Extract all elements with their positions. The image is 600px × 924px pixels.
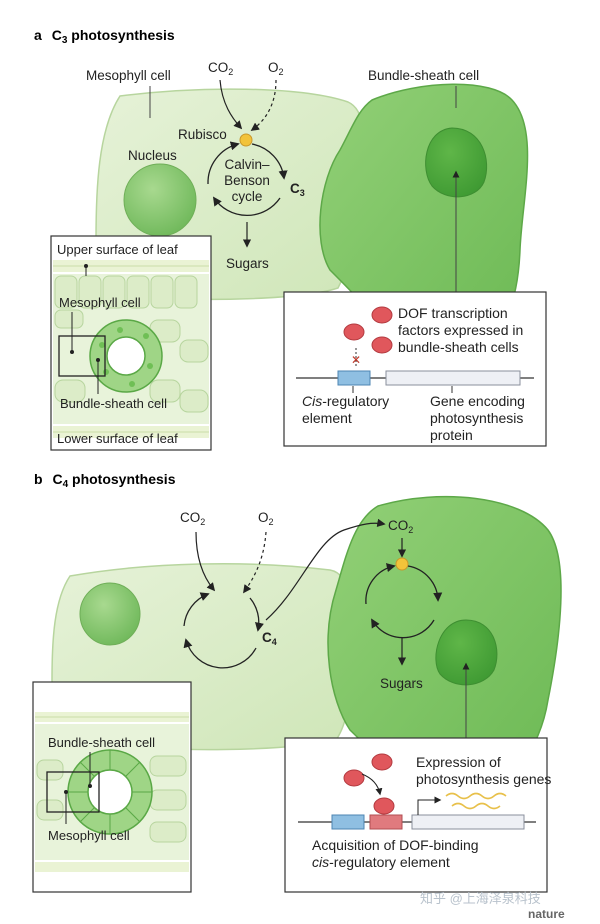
lower-surface-label: Lower surface of leaf xyxy=(57,431,178,446)
mrna-wave-1 xyxy=(445,792,507,800)
cycle-line-1: Calvin– xyxy=(224,157,270,172)
c4-transfer-arrow xyxy=(265,518,386,621)
acq-line-2: cis-regulatory element xyxy=(312,854,450,870)
sugars-label-b: Sugars xyxy=(380,676,423,691)
dof-factor-b1 xyxy=(371,753,393,771)
mesophyll-label-a: Mesophyll cell xyxy=(86,68,171,83)
dof-factor-3 xyxy=(371,336,393,354)
dof-factor-bound xyxy=(373,797,395,815)
dof-factor-2 xyxy=(343,323,365,341)
gene-box-a xyxy=(385,370,521,386)
gene-line-1: Gene encoding xyxy=(430,393,525,409)
bs-arc-left xyxy=(365,563,396,605)
cis-label-a: Cis-regulatory xyxy=(302,393,389,409)
bundle-label-a: Bundle-sheath cell xyxy=(368,68,479,83)
o2-label-a: O2 xyxy=(268,60,284,77)
transcription-arrow xyxy=(417,796,442,815)
dof-line-3: bundle-sheath cells xyxy=(398,339,519,355)
c3-label: C3 xyxy=(290,181,305,198)
callout-box-b: Expression of photosynthesis genes Acqui… xyxy=(284,662,551,893)
rubisco-dot-a xyxy=(239,133,253,147)
co2-label-a: CO2 xyxy=(208,60,233,77)
co2-label-bundle-b: CO2 xyxy=(388,518,413,535)
o2-arrow-b xyxy=(243,531,267,594)
c4-arc-bottom xyxy=(183,638,257,669)
o2-arrow-a xyxy=(250,79,277,131)
upper-surface-label: Upper surface of leaf xyxy=(57,242,178,257)
panel-a-letter: a xyxy=(34,27,42,43)
expr-line-2: photosynthesis genes xyxy=(416,771,551,787)
nucleus-label: Nucleus xyxy=(128,148,177,163)
dof-binding-site xyxy=(369,814,403,830)
bs-arc-bottom xyxy=(371,618,435,639)
c4-label: C4 xyxy=(262,630,277,647)
panel-a-title: a C3 photosynthesis xyxy=(34,27,175,46)
dof-line-2: factors expressed in xyxy=(398,322,523,338)
inset-bundle-label-a: Bundle-sheath cell xyxy=(60,396,167,411)
panel-b-letter: b xyxy=(34,471,43,487)
co2-arrow-a xyxy=(219,79,243,130)
co2-arrow-b xyxy=(195,531,216,592)
cycle-line-3: cycle xyxy=(232,189,263,204)
inset-mesophyll-label-a: Mesophyll cell xyxy=(59,295,141,310)
gene-box-b xyxy=(411,814,525,830)
watermark: 知乎 @上海泽泉科技 xyxy=(420,891,541,906)
dof-line-1: DOF transcription xyxy=(398,305,508,321)
gene-line-3: protein xyxy=(430,427,473,443)
callout-box-a: DOF transcription factors expressed in b… xyxy=(283,170,547,447)
rubisco-dot-b xyxy=(395,557,409,571)
sugars-label-a: Sugars xyxy=(226,256,269,271)
panel-b: b C4 photosynthesis CO2 O2 C4 CO2 Sugars xyxy=(32,471,562,893)
leaf-inset-b: Bundle-sheath cell Mesophyll cell xyxy=(32,681,192,893)
calvin-arc-left xyxy=(207,141,240,185)
leaf-inset-a: Upper surface of leaf Mesophyll cell Bun… xyxy=(50,235,212,451)
panel-b-title: b C4 photosynthesis xyxy=(34,471,176,490)
cis-label-a-line2: element xyxy=(302,410,352,426)
cis-element-a xyxy=(337,370,371,386)
cycle-line-2: Benson xyxy=(224,173,270,188)
co2-label-b: CO2 xyxy=(180,510,205,527)
inset-bundle-label-b: Bundle-sheath cell xyxy=(48,735,155,750)
dof-factor-1 xyxy=(371,306,393,324)
calvin-arc-bottom xyxy=(212,196,281,216)
c4-arc-left xyxy=(183,592,210,627)
nature-logo: nature xyxy=(528,907,565,921)
rubisco-label: Rubisco xyxy=(178,127,227,142)
dof-factor-b2 xyxy=(343,769,365,787)
bundle-nucleus-a xyxy=(425,127,488,198)
no-binding-mark: ✕ xyxy=(351,353,361,367)
expr-line-1: Expression of xyxy=(416,754,501,770)
panel-a: a C3 photosynthesis Nucleus Mesophyll ce… xyxy=(34,27,547,451)
nucleus xyxy=(123,163,197,237)
gene-line-2: photosynthesis xyxy=(430,410,523,426)
c4-arc-right xyxy=(249,597,264,632)
inset-mesophyll-label-b: Mesophyll cell xyxy=(48,828,130,843)
nucleus-b xyxy=(79,582,141,646)
o2-label-b: O2 xyxy=(258,510,274,527)
bs-arc-right xyxy=(407,565,443,602)
cis-element-b xyxy=(331,814,365,830)
mrna-wave-2 xyxy=(451,802,501,810)
acq-line-1: Acquisition of DOF-binding xyxy=(312,837,479,853)
bundle-nucleus-b xyxy=(435,619,498,686)
calvin-arc-right xyxy=(251,143,288,180)
